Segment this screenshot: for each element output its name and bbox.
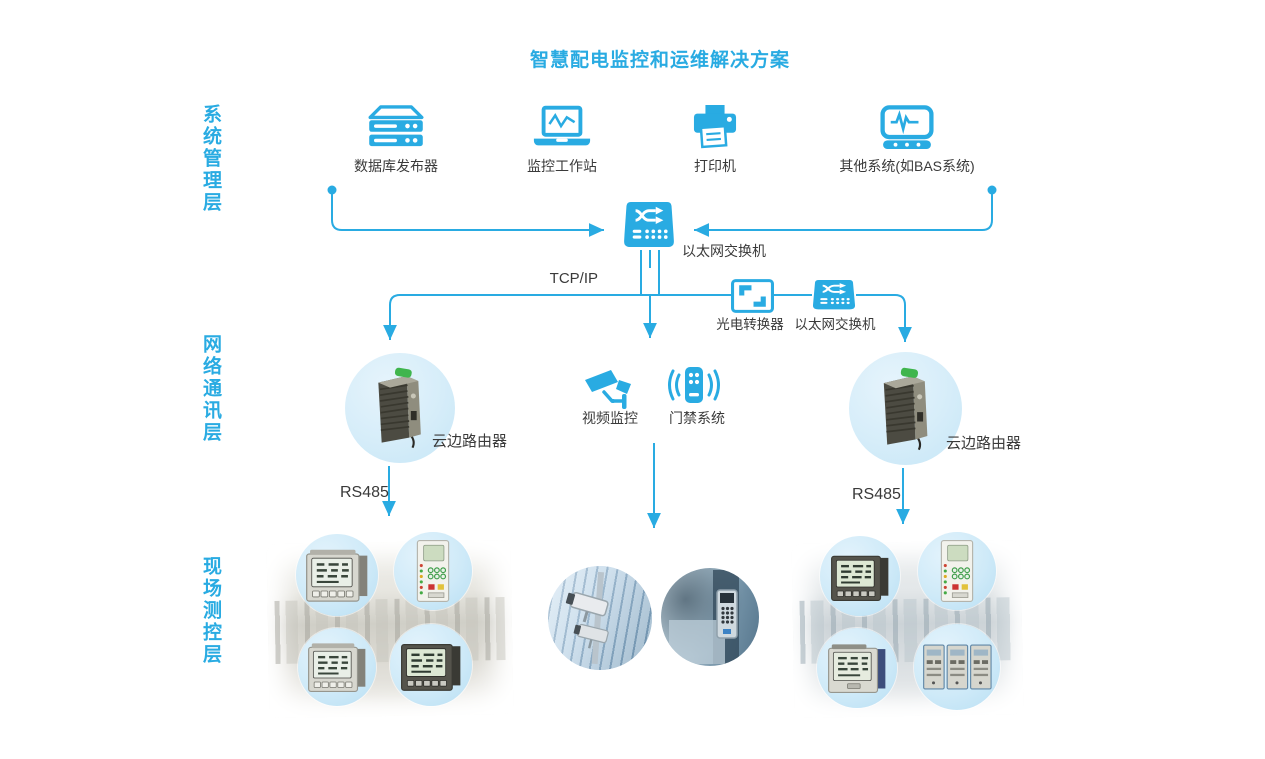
cctv-cameras-photo: [565, 571, 609, 665]
core-switch-label: 以太网交换机: [682, 243, 766, 259]
access-photo-circle: [661, 568, 759, 666]
edge-router-photo: [360, 359, 440, 453]
relay-photo-circle: [394, 532, 472, 610]
device-label: 打印机: [694, 158, 736, 174]
database-publisher-icon: [368, 105, 424, 147]
meter-photo-circle: [296, 534, 378, 616]
layer-label-field: 现场测控层: [200, 556, 221, 666]
device-label: 数据库发布器: [354, 158, 438, 174]
device-database-publisher: 数据库发布器: [326, 105, 466, 176]
video-label: 视频监控: [582, 410, 638, 426]
printer-icon: [693, 105, 737, 149]
cabinets-photo-circle: [914, 624, 1000, 710]
power-meter-photo: [830, 550, 890, 602]
branch-switch-label: 以太网交换机: [794, 317, 876, 332]
rs485-right-label: RS485: [852, 486, 901, 503]
optical-converter-label: 光电转换器: [716, 317, 784, 332]
page-title: 智慧配电监控和运维解决方案: [529, 50, 790, 71]
left-router-halo: [345, 353, 455, 463]
protection-relay-photo: [936, 539, 978, 603]
layer-label-system: 系统管理层: [200, 104, 221, 214]
access-control-icon: [668, 367, 720, 403]
layer-label-network: 网络通讯层: [200, 334, 221, 444]
meter-photo-circle: [390, 624, 472, 706]
device-monitoring-workstation: 监控工作站: [492, 105, 632, 176]
rs485-left-label: RS485: [340, 484, 389, 501]
cctv-photo-circle: [548, 566, 652, 670]
left-router-label: 云边路由器: [432, 433, 508, 450]
power-meter-photo: [400, 638, 462, 692]
branch-ethernet-switch-icon: [813, 280, 855, 310]
monitoring-workstation-icon: [533, 105, 591, 146]
relay-photo-circle: [918, 532, 996, 610]
tcpip-label: TCP/IP: [549, 270, 598, 287]
meter-photo-circle: [298, 628, 376, 706]
protection-relay-photo: [412, 539, 454, 603]
control-cabinets-photo: [922, 642, 992, 692]
meter-photo-circle: [817, 628, 897, 708]
device-label: 监控工作站: [527, 158, 597, 174]
door-keypad-photo: [669, 570, 739, 664]
device-printer: 打印机: [645, 105, 785, 176]
power-meter-photo: [827, 642, 887, 694]
edge-router-photo: [865, 359, 947, 455]
access-label: 门禁系统: [669, 410, 725, 426]
device-label: 其他系统(如BAS系统): [839, 158, 975, 174]
other-systems-icon: [880, 105, 934, 149]
power-meter-photo: [305, 547, 369, 603]
core-ethernet-switch-icon: [624, 202, 674, 248]
right-router-halo: [849, 352, 962, 465]
device-other-systems: 其他系统(如BAS系统): [832, 105, 982, 176]
optical-converter-icon: [731, 279, 774, 313]
power-meter-photo: [307, 641, 367, 693]
meter-photo-circle: [820, 536, 900, 616]
cctv-icon: [585, 370, 631, 409]
right-router-label: 云边路由器: [946, 435, 1022, 452]
